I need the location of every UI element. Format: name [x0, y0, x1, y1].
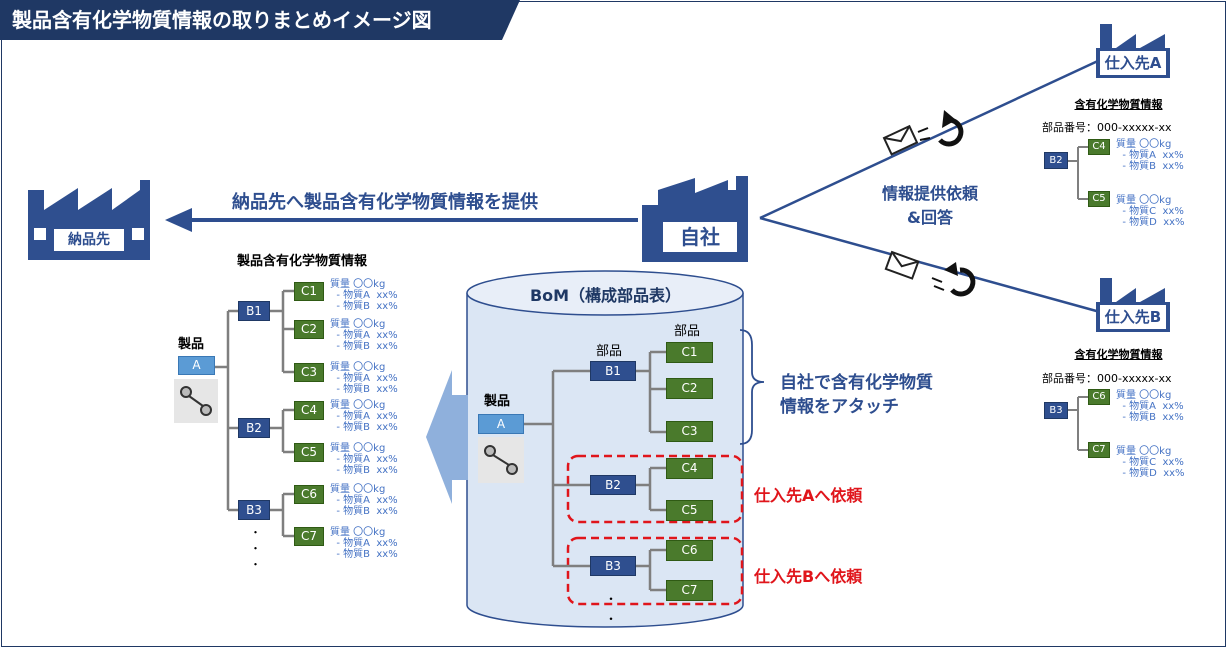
- supplier-b-child-c7: C7: [1088, 442, 1110, 458]
- mechanical-part-icon: [478, 437, 524, 483]
- left-doc-c2: C2: [294, 320, 324, 339]
- bom-part-b3: B3: [590, 556, 636, 576]
- supplier-a-part-number: 部品番号：000-xxxxx-xx: [1042, 121, 1172, 134]
- left-doc-b2: B2: [238, 418, 270, 438]
- attach-callout-1: 自社で含有化学物質: [780, 373, 933, 393]
- left-doc-c5: C5: [294, 443, 324, 462]
- bom-part-c3: C3: [666, 421, 713, 442]
- bom-part-c6: C6: [666, 540, 713, 561]
- supplier-b-label: 仕入先B: [1100, 305, 1166, 329]
- request-supplier-b: 仕入先Bへ依頼: [754, 567, 863, 586]
- supplier-b-attr-c7: 質量 〇〇kg ‐ 物質C xx% ‐ 物質D xx%: [1116, 446, 1185, 479]
- supplier-a-attr-c4: 質量 〇〇kg ‐ 物質A xx% ‐ 物質B xx%: [1116, 139, 1184, 172]
- bom-part-label-c: 部品: [674, 324, 701, 339]
- left-doc-b1: B1: [238, 301, 270, 321]
- bom-dot-2: ・: [605, 612, 618, 626]
- bom-part-c1: C1: [666, 342, 713, 363]
- supplier-a-doc-title: 含有化学物質情報: [1074, 98, 1163, 111]
- left-doc-product-label: 製品: [178, 337, 205, 352]
- own-company-label: 自社: [663, 222, 737, 252]
- customer-label: 納品先: [54, 229, 124, 251]
- supplier-a-label: 仕入先A: [1100, 51, 1166, 75]
- supplier-a-attr-c5: 質量 〇〇kg ‐ 物質C xx% ‐ 物質D xx%: [1116, 195, 1185, 228]
- left-doc-attr-c4: 質量 〇〇kg ‐ 物質A xx% ‐ 物質B xx%: [330, 400, 398, 433]
- left-doc-attr-c5: 質量 〇〇kg ‐ 物質A xx% ‐ 物質B xx%: [330, 443, 398, 476]
- left-doc-c1: C1: [294, 282, 324, 301]
- left-doc-attr-c6: 質量 〇〇kg ‐ 物質A xx% ‐ 物質B xx%: [330, 484, 398, 517]
- bom-title: BoM（構成部品表）: [529, 286, 682, 305]
- left-doc-c7: C7: [294, 527, 324, 546]
- left-doc-attr-c1: 質量 〇〇kg ‐ 物質A xx% ‐ 物質B xx%: [330, 279, 398, 312]
- bom-part-b1: B1: [590, 361, 636, 381]
- supplier-a-parent-b2: B2: [1044, 152, 1068, 169]
- left-doc-c4: C4: [294, 401, 324, 420]
- bom-part-c7: C7: [666, 580, 713, 601]
- bom-part-label-b: 部品: [596, 344, 623, 359]
- left-doc-attr-c3: 質量 〇〇kg ‐ 物質A xx% ‐ 物質B xx%: [330, 362, 398, 395]
- supplier-a-child-c4: C4: [1088, 139, 1110, 155]
- left-doc-c6: C6: [294, 485, 324, 504]
- supplier-b-attr-c6: 質量 〇〇kg ‐ 物質A xx% ‐ 物質B xx%: [1116, 390, 1184, 423]
- request-reply-label-2: &回答: [907, 208, 953, 227]
- left-doc-dot-3: ・: [250, 558, 261, 571]
- bom-part-c5: C5: [666, 500, 713, 521]
- bom-part-c2: C2: [666, 378, 713, 399]
- left-doc-b3: B3: [238, 500, 270, 520]
- bom-dot-1: ・: [605, 592, 618, 606]
- bom-product-a: A: [478, 414, 524, 434]
- left-doc-title: 製品含有化学物質情報: [236, 254, 367, 269]
- page-title: 製品含有化学物質情報の取りまとめイメージ図: [0, 0, 520, 40]
- request-supplier-a: 仕入先Aへ依頼: [754, 486, 863, 505]
- bom-part-b2: B2: [590, 475, 636, 495]
- bom-part-c4: C4: [666, 458, 713, 479]
- supplier-b-part-number: 部品番号：000-xxxxx-xx: [1042, 372, 1172, 385]
- supplier-b-child-c6: C6: [1088, 389, 1110, 405]
- bom-product-label: 製品: [484, 394, 511, 409]
- provide-info-label: 納品先へ製品含有化学物質情報を提供: [232, 192, 538, 213]
- left-doc-product-a: A: [178, 356, 215, 375]
- attach-callout-2: 情報をアタッチ: [780, 397, 899, 417]
- left-doc-attr-c7: 質量 〇〇kg ‐ 物質A xx% ‐ 物質B xx%: [330, 527, 398, 560]
- mechanical-part-icon: [174, 379, 218, 423]
- supplier-b-doc-title: 含有化学物質情報: [1074, 348, 1163, 361]
- left-doc-attr-c2: 質量 〇〇kg ‐ 物質A xx% ‐ 物質B xx%: [330, 319, 398, 352]
- left-doc-dot-1: ・: [250, 526, 261, 539]
- request-reply-label-1: 情報提供依頼: [881, 184, 978, 203]
- supplier-b-parent-b3: B3: [1044, 402, 1068, 419]
- supplier-a-child-c5: C5: [1088, 191, 1110, 207]
- left-doc-dot-2: ・: [250, 542, 261, 555]
- left-doc-c3: C3: [294, 363, 324, 382]
